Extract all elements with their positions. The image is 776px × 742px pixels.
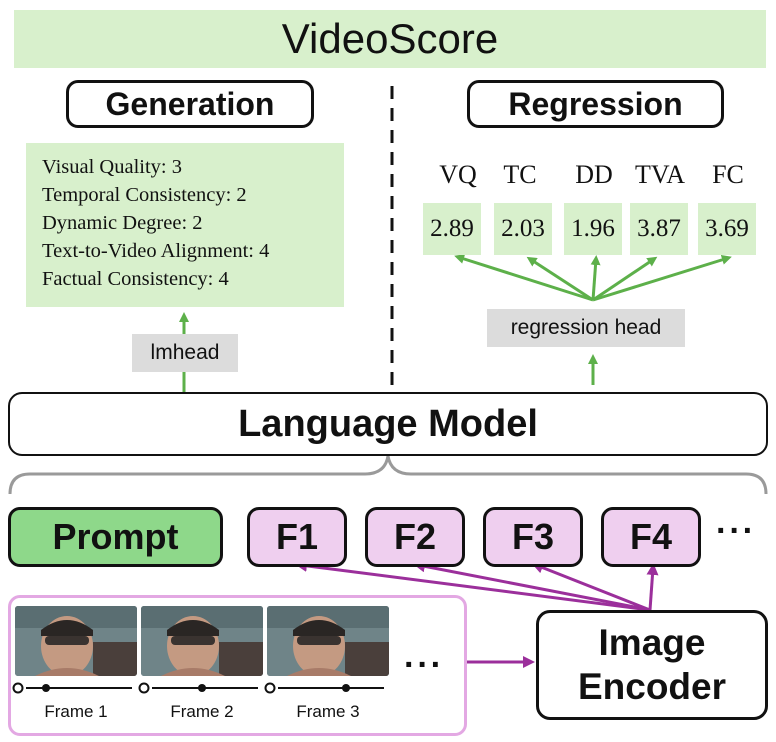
generation-line-dynamic-degree: Dynamic Degree: 2 xyxy=(42,212,203,234)
generation-line-text-video-alignment: Text-to-Video Alignment: 4 xyxy=(42,240,270,262)
frame-3-image xyxy=(267,606,389,676)
frame-3-label: Frame 3 xyxy=(296,702,360,721)
frame-token-f2-text: F2 xyxy=(393,516,436,557)
metric-fanout-arrows xyxy=(454,254,732,302)
frame-2-label: Frame 2 xyxy=(170,702,234,721)
arrow-to-f2 xyxy=(413,560,651,612)
metric-value-vq: 2.89 xyxy=(423,203,481,255)
frame-2-image xyxy=(141,606,263,676)
frame-token-f2: F2 xyxy=(365,507,465,567)
language-model-box: Language Model xyxy=(8,392,768,456)
regression-head-text: regression head xyxy=(510,316,662,339)
generation-label: Generation xyxy=(66,80,314,128)
metric-value-tc: 2.03 xyxy=(494,203,552,255)
regression-label-text: Regression xyxy=(508,85,683,122)
arrow-to-tc xyxy=(526,256,594,302)
generation-label-text: Generation xyxy=(105,85,275,122)
arrow-to-tva xyxy=(592,256,658,302)
frame-token-f4: F4 xyxy=(601,507,701,567)
generation-line-factual-consistency: Factual Consistency: 4 xyxy=(42,268,229,290)
metric-value-tva: 3.87 xyxy=(630,203,688,255)
language-model-text: Language Model xyxy=(238,402,538,445)
frame-2-thumbnail xyxy=(141,606,263,676)
arrow-to-f4 xyxy=(646,563,659,611)
arrow-to-vq xyxy=(454,254,594,302)
metric-value-dd: 1.96 xyxy=(564,203,622,255)
frame-1-timeline xyxy=(12,682,132,694)
frame-token-f3-text: F3 xyxy=(511,516,554,557)
frame-2-timeline xyxy=(138,682,258,694)
arrow-to-f3 xyxy=(531,561,651,612)
image-encoder-box: Image Encoder xyxy=(536,610,768,720)
frame-1-label: Frame 1 xyxy=(44,702,108,721)
metric-value-fc: 3.69 xyxy=(698,203,756,255)
regression-label: Regression xyxy=(467,80,724,128)
frame-token-f3: F3 xyxy=(483,507,583,567)
title-banner: VideoScore xyxy=(14,10,766,68)
arrow-to-fc xyxy=(592,255,732,302)
arrow-to-f1 xyxy=(295,559,651,612)
arrow-to-dd xyxy=(590,255,601,301)
frame-1-thumbnail xyxy=(15,606,137,676)
diagram-title: VideoScore xyxy=(281,15,499,62)
metric-name-tva: TVA xyxy=(634,160,686,189)
metric-name-dd: DD xyxy=(575,160,613,189)
frame-token-f1: F1 xyxy=(247,507,347,567)
frame-token-f1-text: F1 xyxy=(275,516,318,557)
generation-line-temporal-consistency: Temporal Consistency: 2 xyxy=(42,184,247,206)
lmhead-tag: lmhead xyxy=(132,334,238,372)
token-ellipsis: ··· xyxy=(716,512,756,550)
prompt-text: Prompt xyxy=(52,516,179,557)
frame-3-timeline xyxy=(264,682,384,694)
frames-ellipsis: ··· xyxy=(404,646,444,684)
input-brace xyxy=(8,455,768,495)
metric-name-fc: FC xyxy=(712,160,744,189)
image-encoder-line1: Image xyxy=(598,622,706,663)
lmhead-text: lmhead xyxy=(150,341,220,364)
frame-timelines xyxy=(12,682,384,694)
metric-name-tc: TC xyxy=(503,160,537,189)
regression-head-tag: regression head xyxy=(487,309,685,347)
frame-3-thumbnail xyxy=(267,606,389,676)
frame-1-image xyxy=(15,606,137,676)
frame-token-f4-text: F4 xyxy=(629,516,672,557)
prompt-box: Prompt xyxy=(8,507,223,567)
image-encoder-line2: Encoder xyxy=(577,666,727,707)
metric-name-vq: VQ xyxy=(439,160,477,189)
generation-output-box: Visual Quality: 3 Temporal Consistency: … xyxy=(26,143,344,307)
generation-line-visual-quality: Visual Quality: 3 xyxy=(42,156,182,178)
encoder-token-arrows xyxy=(295,559,659,612)
